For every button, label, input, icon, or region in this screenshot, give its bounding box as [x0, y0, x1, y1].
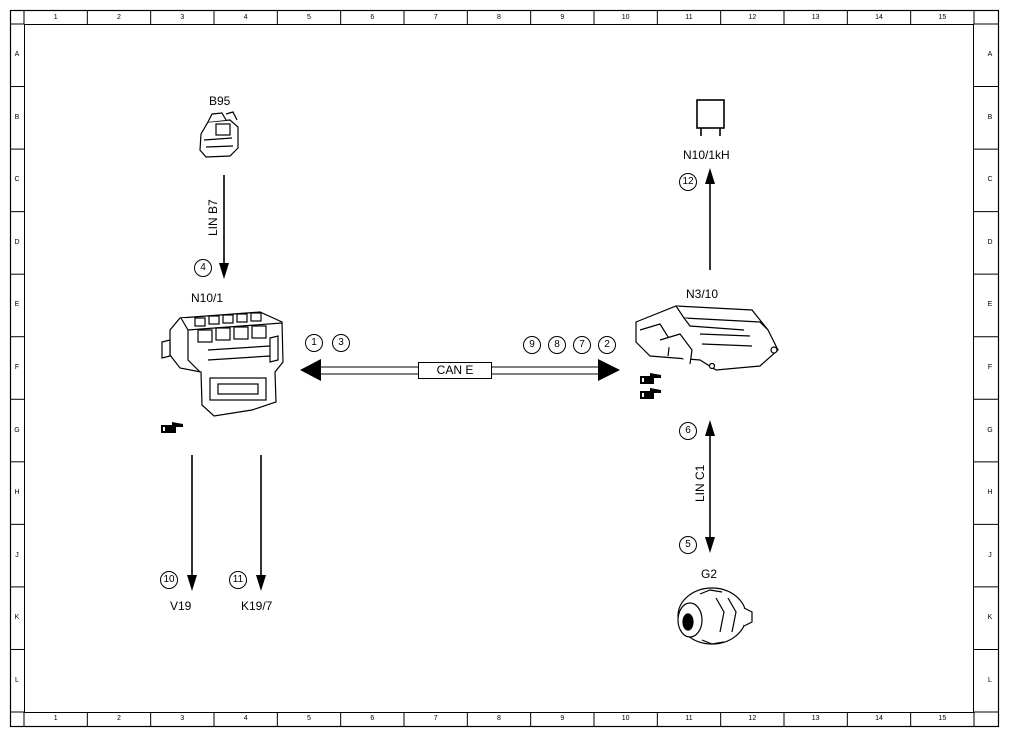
- grid-row-label: F: [987, 364, 993, 371]
- grid-row-label: G: [987, 426, 993, 434]
- grid-column-label: 5: [307, 14, 311, 21]
- grid-column-label: 6: [370, 715, 375, 722]
- grid-row-label: D: [14, 238, 20, 246]
- grid-column-label: 2: [117, 715, 121, 722]
- can-e-arrowhead-left: [300, 359, 321, 381]
- grid-row-label: K: [987, 614, 993, 622]
- b95-label: B95: [209, 94, 231, 108]
- grid-row-label: G: [14, 426, 20, 434]
- grid-row-label: H: [14, 489, 20, 497]
- k19-7-label: K19/7: [241, 599, 273, 613]
- grid-row-label: L: [988, 676, 992, 684]
- grid-row-label: F: [14, 364, 20, 371]
- grid-row-label: J: [15, 551, 19, 559]
- lin-b7-label: LIN B7: [206, 199, 220, 236]
- callout-5: 5: [679, 536, 697, 554]
- grid-row-label: J: [988, 551, 992, 559]
- grid-row-label: B: [987, 113, 993, 121]
- note-hand-icon: [640, 373, 661, 384]
- grid-column-label: 14: [875, 14, 883, 21]
- grid-column-label: 8: [497, 14, 501, 21]
- grid-column-label: 15: [938, 715, 947, 722]
- callout-4: 4: [194, 259, 212, 277]
- callout-7: 7: [573, 336, 591, 354]
- callout-6: 6: [679, 422, 697, 440]
- grid-row-label: C: [14, 176, 20, 184]
- grid-column-label: 5: [307, 715, 311, 722]
- inner-frame: [24, 24, 974, 713]
- lin-b7-arrowhead: [219, 263, 229, 279]
- grid-ticks: [10, 10, 998, 726]
- grid-column-label: 12: [748, 715, 757, 722]
- grid-column-label: 3: [180, 715, 185, 722]
- grid-column-label: 4: [243, 14, 248, 21]
- grid-row-label: E: [987, 301, 993, 309]
- grid-column-label: 12: [748, 14, 757, 21]
- grid-column-label: 1: [53, 14, 58, 21]
- grid-column-label: 2: [117, 14, 121, 21]
- grid-column-label: 8: [497, 715, 501, 722]
- grid-column-label: 11: [685, 715, 693, 722]
- grid-column-label: 14: [875, 715, 883, 722]
- grid-column-label: 11: [685, 14, 693, 21]
- v19-arrowhead: [187, 575, 197, 591]
- n10-1-module-icon: [161, 311, 284, 417]
- lin-c1-label: LIN C1: [693, 464, 707, 502]
- callout-3: 3: [332, 334, 350, 352]
- callout-8: 8: [548, 336, 566, 354]
- callout-1: 1: [305, 334, 323, 352]
- lin-c1-arrowhead-down: [705, 537, 715, 553]
- n10-1-label: N10/1: [191, 291, 224, 305]
- callout-11: 11: [229, 571, 247, 589]
- grid-row-label: B: [14, 113, 20, 121]
- grid-column-label: 1: [53, 715, 58, 722]
- grid-column-label: 7: [433, 14, 438, 21]
- grid-row-label: A: [987, 51, 993, 59]
- grid-row-label: C: [987, 176, 993, 184]
- grid-column-label: 7: [433, 715, 438, 722]
- callout-2: 2: [598, 336, 616, 354]
- n10-1kh-relay-icon: [696, 99, 725, 136]
- grid-column-label: 10: [621, 715, 630, 722]
- outer-frame: [9, 9, 1000, 728]
- grid-row-label: E: [14, 301, 20, 309]
- b95-sensor-icon: [199, 111, 239, 158]
- callout-12: 12: [679, 173, 697, 191]
- v19-label: V19: [170, 599, 192, 613]
- g2-alternator-icon: [677, 587, 753, 645]
- note-hand-icon: [640, 388, 661, 399]
- lin-c1-arrowhead-up: [705, 420, 715, 436]
- g2-label: G2: [701, 567, 718, 581]
- grid-column-label: 13: [811, 715, 820, 722]
- grid-row-label: A: [14, 51, 20, 59]
- grid-column-label: 13: [811, 14, 820, 21]
- k19-7-arrowhead: [256, 575, 266, 591]
- grid-column-label: 9: [560, 715, 565, 722]
- callout-10: 10: [160, 571, 178, 589]
- grid-column-label: 6: [370, 14, 375, 21]
- n10-1kh-arrowhead: [705, 168, 715, 184]
- note-hand-icon: [161, 422, 183, 433]
- grid-column-label: 9: [560, 14, 565, 21]
- grid-column-label: 4: [243, 715, 248, 722]
- n3-10-ecu-icon: [635, 305, 779, 371]
- grid-row-label: L: [15, 676, 19, 684]
- grid-column-label: 10: [621, 14, 630, 21]
- grid-column-label: 3: [180, 14, 185, 21]
- grid-column-label: 15: [938, 14, 947, 21]
- can-e-arrowhead-right: [598, 359, 620, 381]
- n3-10-label: N3/10: [686, 287, 719, 301]
- grid-row-label: K: [14, 614, 20, 622]
- n10-1kh-label: N10/1kH: [683, 148, 730, 162]
- can-e-label: CAN E: [418, 362, 492, 379]
- grid-row-label: H: [987, 489, 993, 497]
- callout-9: 9: [523, 336, 541, 354]
- grid-row-label: D: [987, 238, 993, 246]
